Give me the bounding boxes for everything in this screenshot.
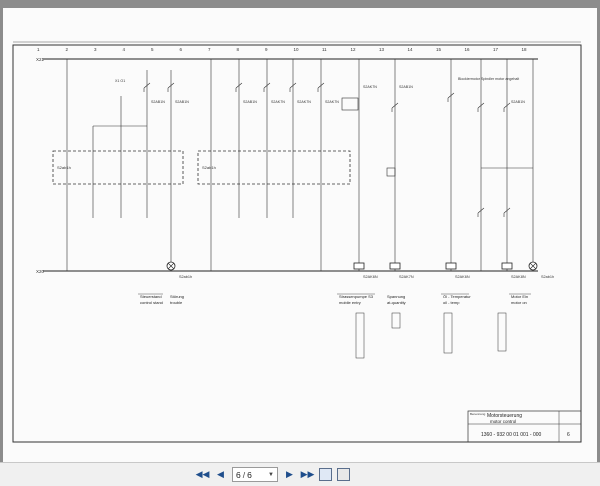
svg-text:S2AK7N: S2AK7N (297, 100, 311, 104)
component-tags: X1 O1 S2AB1N S2AB1N S2AB1N S2AK7N S2AK7N… (115, 77, 525, 104)
svg-text:S2AK7N: S2AK7N (399, 275, 414, 279)
svg-text:Blockiermotor Spindler motor a: Blockiermotor Spindler motor angehalt (458, 77, 519, 81)
print-icon[interactable] (337, 468, 350, 481)
column-number: 13 (379, 47, 385, 52)
column-number: 4 (123, 47, 126, 52)
svg-text:S2ab1h: S2ab1h (202, 165, 216, 170)
right-io-module: S2ab1h (197, 59, 351, 271)
svg-text:mobile entry: mobile entry (339, 300, 361, 305)
column-number: 3 (94, 47, 97, 52)
svg-text:Motor Ein: Motor Ein (511, 294, 528, 299)
svg-text:Spannung: Spannung (387, 294, 405, 299)
circuit-captions: Steuerstand control stand Störung troubl… (138, 293, 531, 305)
svg-text:Strassenpumpe S3: Strassenpumpe S3 (339, 294, 374, 299)
total-pages: 6 (247, 469, 252, 480)
last-page-icon[interactable]: ▶▶ (300, 469, 315, 480)
svg-text:S2AB1N: S2AB1N (151, 100, 165, 104)
viewer-toolbar: ◀◀ ◀ 6 / 6 ▼ ▶ ▶▶ (0, 462, 600, 486)
bottom-rail-label: X20 (36, 269, 45, 274)
column-number: 7 (208, 47, 211, 52)
svg-text:S2ab1h: S2ab1h (541, 275, 554, 279)
svg-text:trouble: trouble (170, 300, 183, 305)
current-page: 6 (236, 469, 241, 480)
chevron-down-icon[interactable]: ▼ (268, 471, 274, 478)
previous-page-icon[interactable]: ◀ (217, 469, 224, 480)
svg-text:Störung: Störung (170, 294, 184, 299)
column-number: 5 (151, 47, 154, 52)
copy-page-icon[interactable] (319, 468, 332, 481)
page-number-input[interactable]: 6 / 6 ▼ (232, 467, 278, 482)
svg-text:S2ab1h: S2ab1h (179, 275, 192, 279)
column-number: 10 (294, 47, 300, 52)
first-page-icon[interactable]: ◀◀ (195, 469, 210, 480)
svg-text:at-quantity: at-quantity (387, 300, 406, 305)
terminal-strips (355, 312, 507, 359)
next-page-icon[interactable]: ▶ (286, 469, 293, 480)
svg-text:S2AK8N: S2AK8N (511, 275, 526, 279)
column-number: 14 (408, 47, 414, 52)
indicator-lamps: S2ab1h S2ab1h (166, 261, 554, 279)
svg-text:S2AB1N: S2AB1N (243, 100, 257, 104)
column-number: 1 (37, 47, 40, 52)
svg-text:6: 6 (567, 432, 570, 438)
svg-text:S2AK7N: S2AK7N (325, 100, 339, 104)
svg-text:1360 - 932 00 01 001 - 000: 1360 - 932 00 01 001 - 000 (481, 432, 542, 438)
relay-coils: S2AK6N S2AK7N S2AK6N S2AK8N (353, 262, 526, 279)
column-number: 17 (493, 47, 499, 52)
svg-text:S2AB1N: S2AB1N (175, 100, 189, 104)
svg-text:motor on: motor on (511, 300, 527, 305)
column-number: 11 (322, 47, 327, 52)
drawing-frame (12, 44, 582, 443)
column-number: 6 (180, 47, 183, 52)
svg-text:oil - temp: oil - temp (443, 300, 460, 305)
svg-text:S2AK6N: S2AK6N (363, 275, 378, 279)
top-rail-label: X21 (36, 57, 45, 62)
svg-text:S2AK7N: S2AK7N (271, 100, 285, 104)
contacts (143, 82, 511, 217)
page-navigation: ◀◀ ◀ 6 / 6 ▼ ▶ ▶▶ (196, 467, 350, 482)
left-io-module: S2ab1h (52, 59, 184, 271)
svg-text:motor control: motor control (490, 419, 516, 424)
column-number: 18 (522, 47, 528, 52)
svg-text:Motorsteuerung: Motorsteuerung (487, 413, 522, 419)
column-number: 2 (66, 47, 69, 52)
column-number: 9 (265, 47, 268, 52)
page-separator: / (242, 469, 246, 480)
svg-text:S2AK6N: S2AK6N (455, 275, 470, 279)
svg-text:Benennung: Benennung (470, 412, 486, 416)
svg-text:Öl - Temperatur: Öl - Temperatur (443, 294, 471, 299)
circuit-lines (358, 59, 534, 271)
column-number: 16 (465, 47, 471, 52)
svg-text:Steuerstand: Steuerstand (140, 294, 162, 299)
svg-text:S2ab1h: S2ab1h (57, 165, 71, 170)
svg-text:S2AB1N: S2AB1N (511, 100, 525, 104)
column-number: 15 (436, 47, 442, 52)
svg-text:S2AK7N: S2AK7N (363, 85, 377, 89)
svg-text:X1 O1: X1 O1 (115, 79, 125, 83)
svg-text:S2AB1N: S2AB1N (399, 85, 413, 89)
title-block: Benennung Motorsteuerung motor control 1… (467, 410, 582, 443)
column-number: 12 (351, 47, 357, 52)
svg-text:control stand: control stand (140, 300, 163, 305)
column-number: 8 (237, 47, 240, 52)
